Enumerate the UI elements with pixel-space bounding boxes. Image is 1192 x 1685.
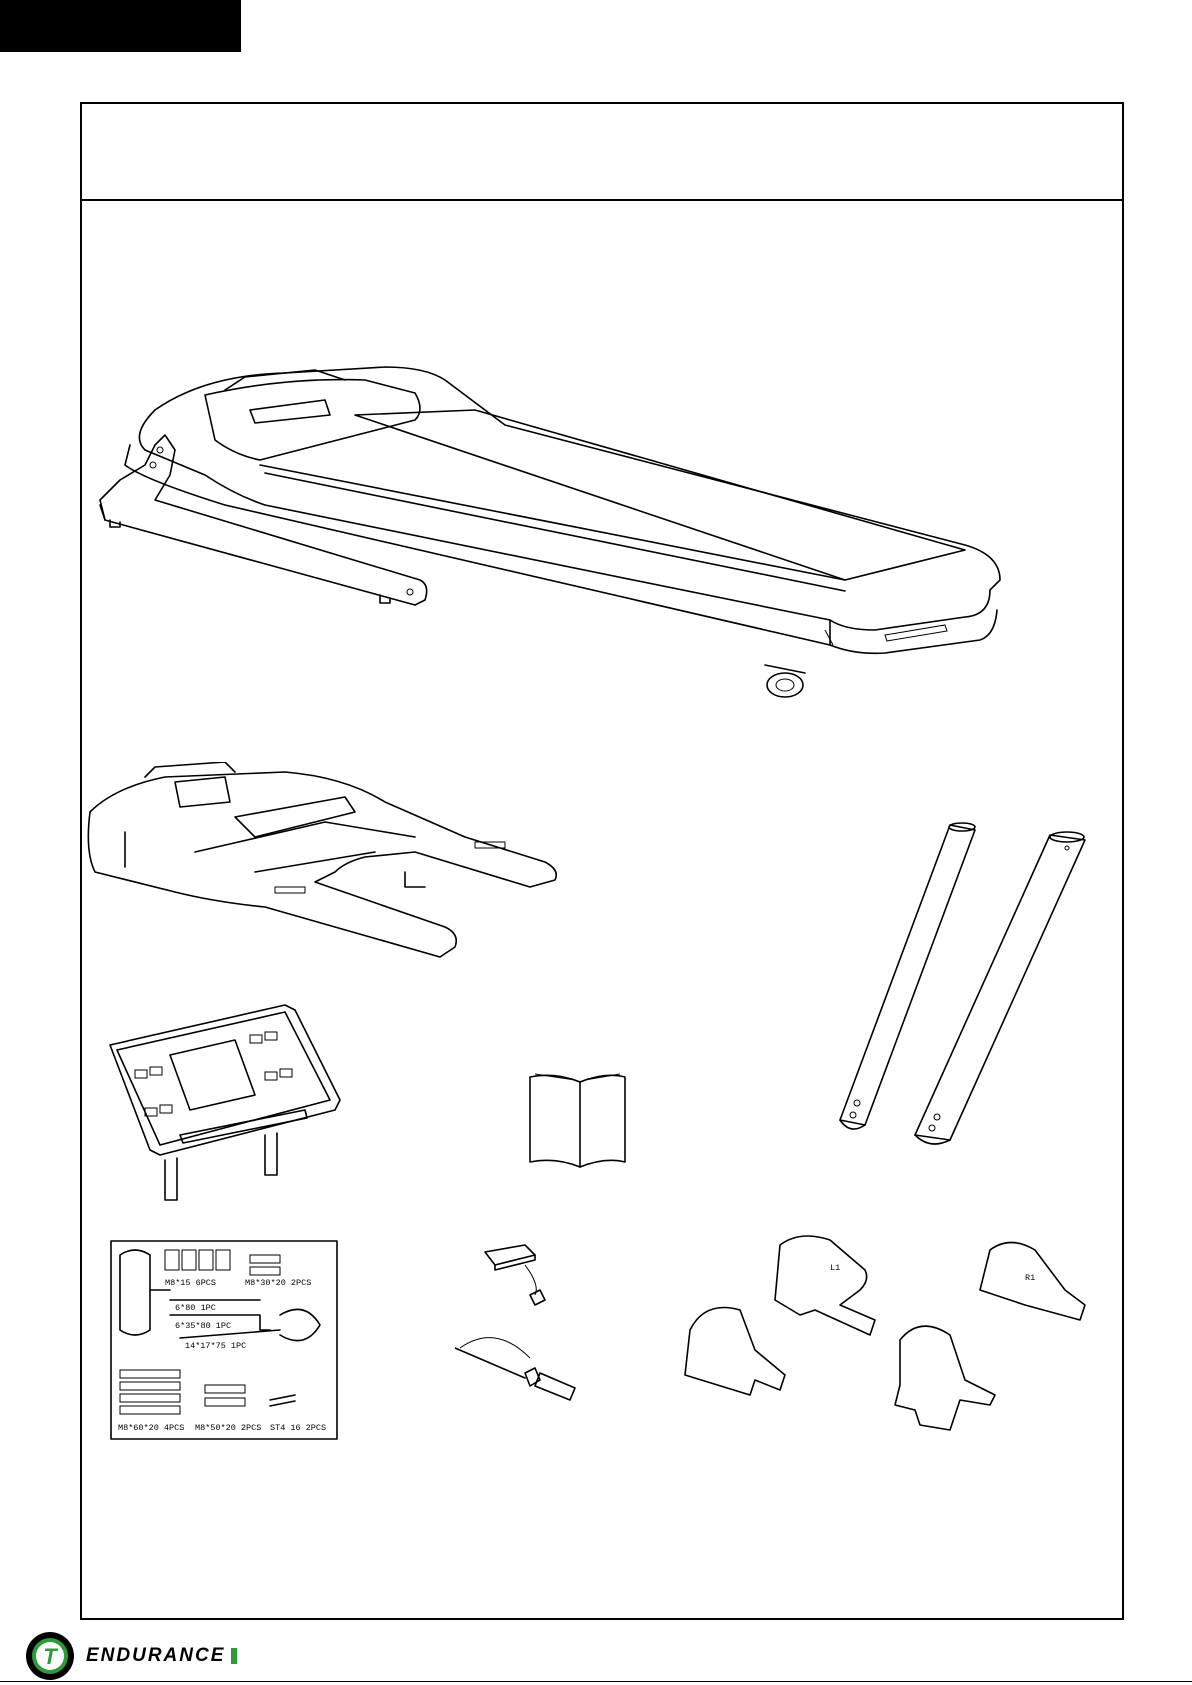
page-tab-block <box>0 0 241 52</box>
hardware-label-m8x50x20: M8*50*20 2PCS <box>195 1423 261 1433</box>
hardware-label-st4-16: ST4 16 2PCS <box>270 1423 326 1433</box>
cover-label-right: R1 <box>1025 1273 1035 1283</box>
treadmill-illustration <box>85 355 1100 755</box>
hardware-card: M8*15 6PCS M8*30*20 2PCS 6*80 1PC 6*35*8… <box>110 1240 338 1440</box>
upright-tubes-illustration <box>805 820 1125 1155</box>
brand-accent-bar <box>231 1648 237 1664</box>
hardware-label-14x17x75: 14*17*75 1PC <box>185 1341 246 1351</box>
brand-logo-icon: T <box>24 1630 76 1682</box>
brand-logo-letter: T <box>43 1644 58 1669</box>
hardware-label-m8x15: M8*15 6PCS <box>165 1278 216 1288</box>
cover-label-left: L1 <box>830 1263 840 1273</box>
footer-brand: T ENDURANCE <box>24 1628 237 1684</box>
safety-key-illustration <box>480 1240 570 1310</box>
hardware-label-6x35x80: 6*35*80 1PC <box>175 1321 231 1331</box>
manual-illustration <box>525 1072 630 1172</box>
brand-name: ENDURANCE <box>86 1645 225 1667</box>
handrail-frame-illustration <box>85 762 615 972</box>
console-illustration <box>105 1000 345 1215</box>
footer-rule <box>0 1681 1192 1682</box>
frame-header <box>82 104 1122 201</box>
hardware-label-m8x60x20: M8*60*20 4PCS <box>118 1423 184 1433</box>
hardware-label-6x80: 6*80 1PC <box>175 1303 216 1313</box>
side-covers-illustration: L1 R1 <box>680 1225 1120 1455</box>
hardware-label-m8x30x20: M8*30*20 2PCS <box>245 1278 311 1288</box>
lubricant-illustration <box>455 1328 585 1403</box>
